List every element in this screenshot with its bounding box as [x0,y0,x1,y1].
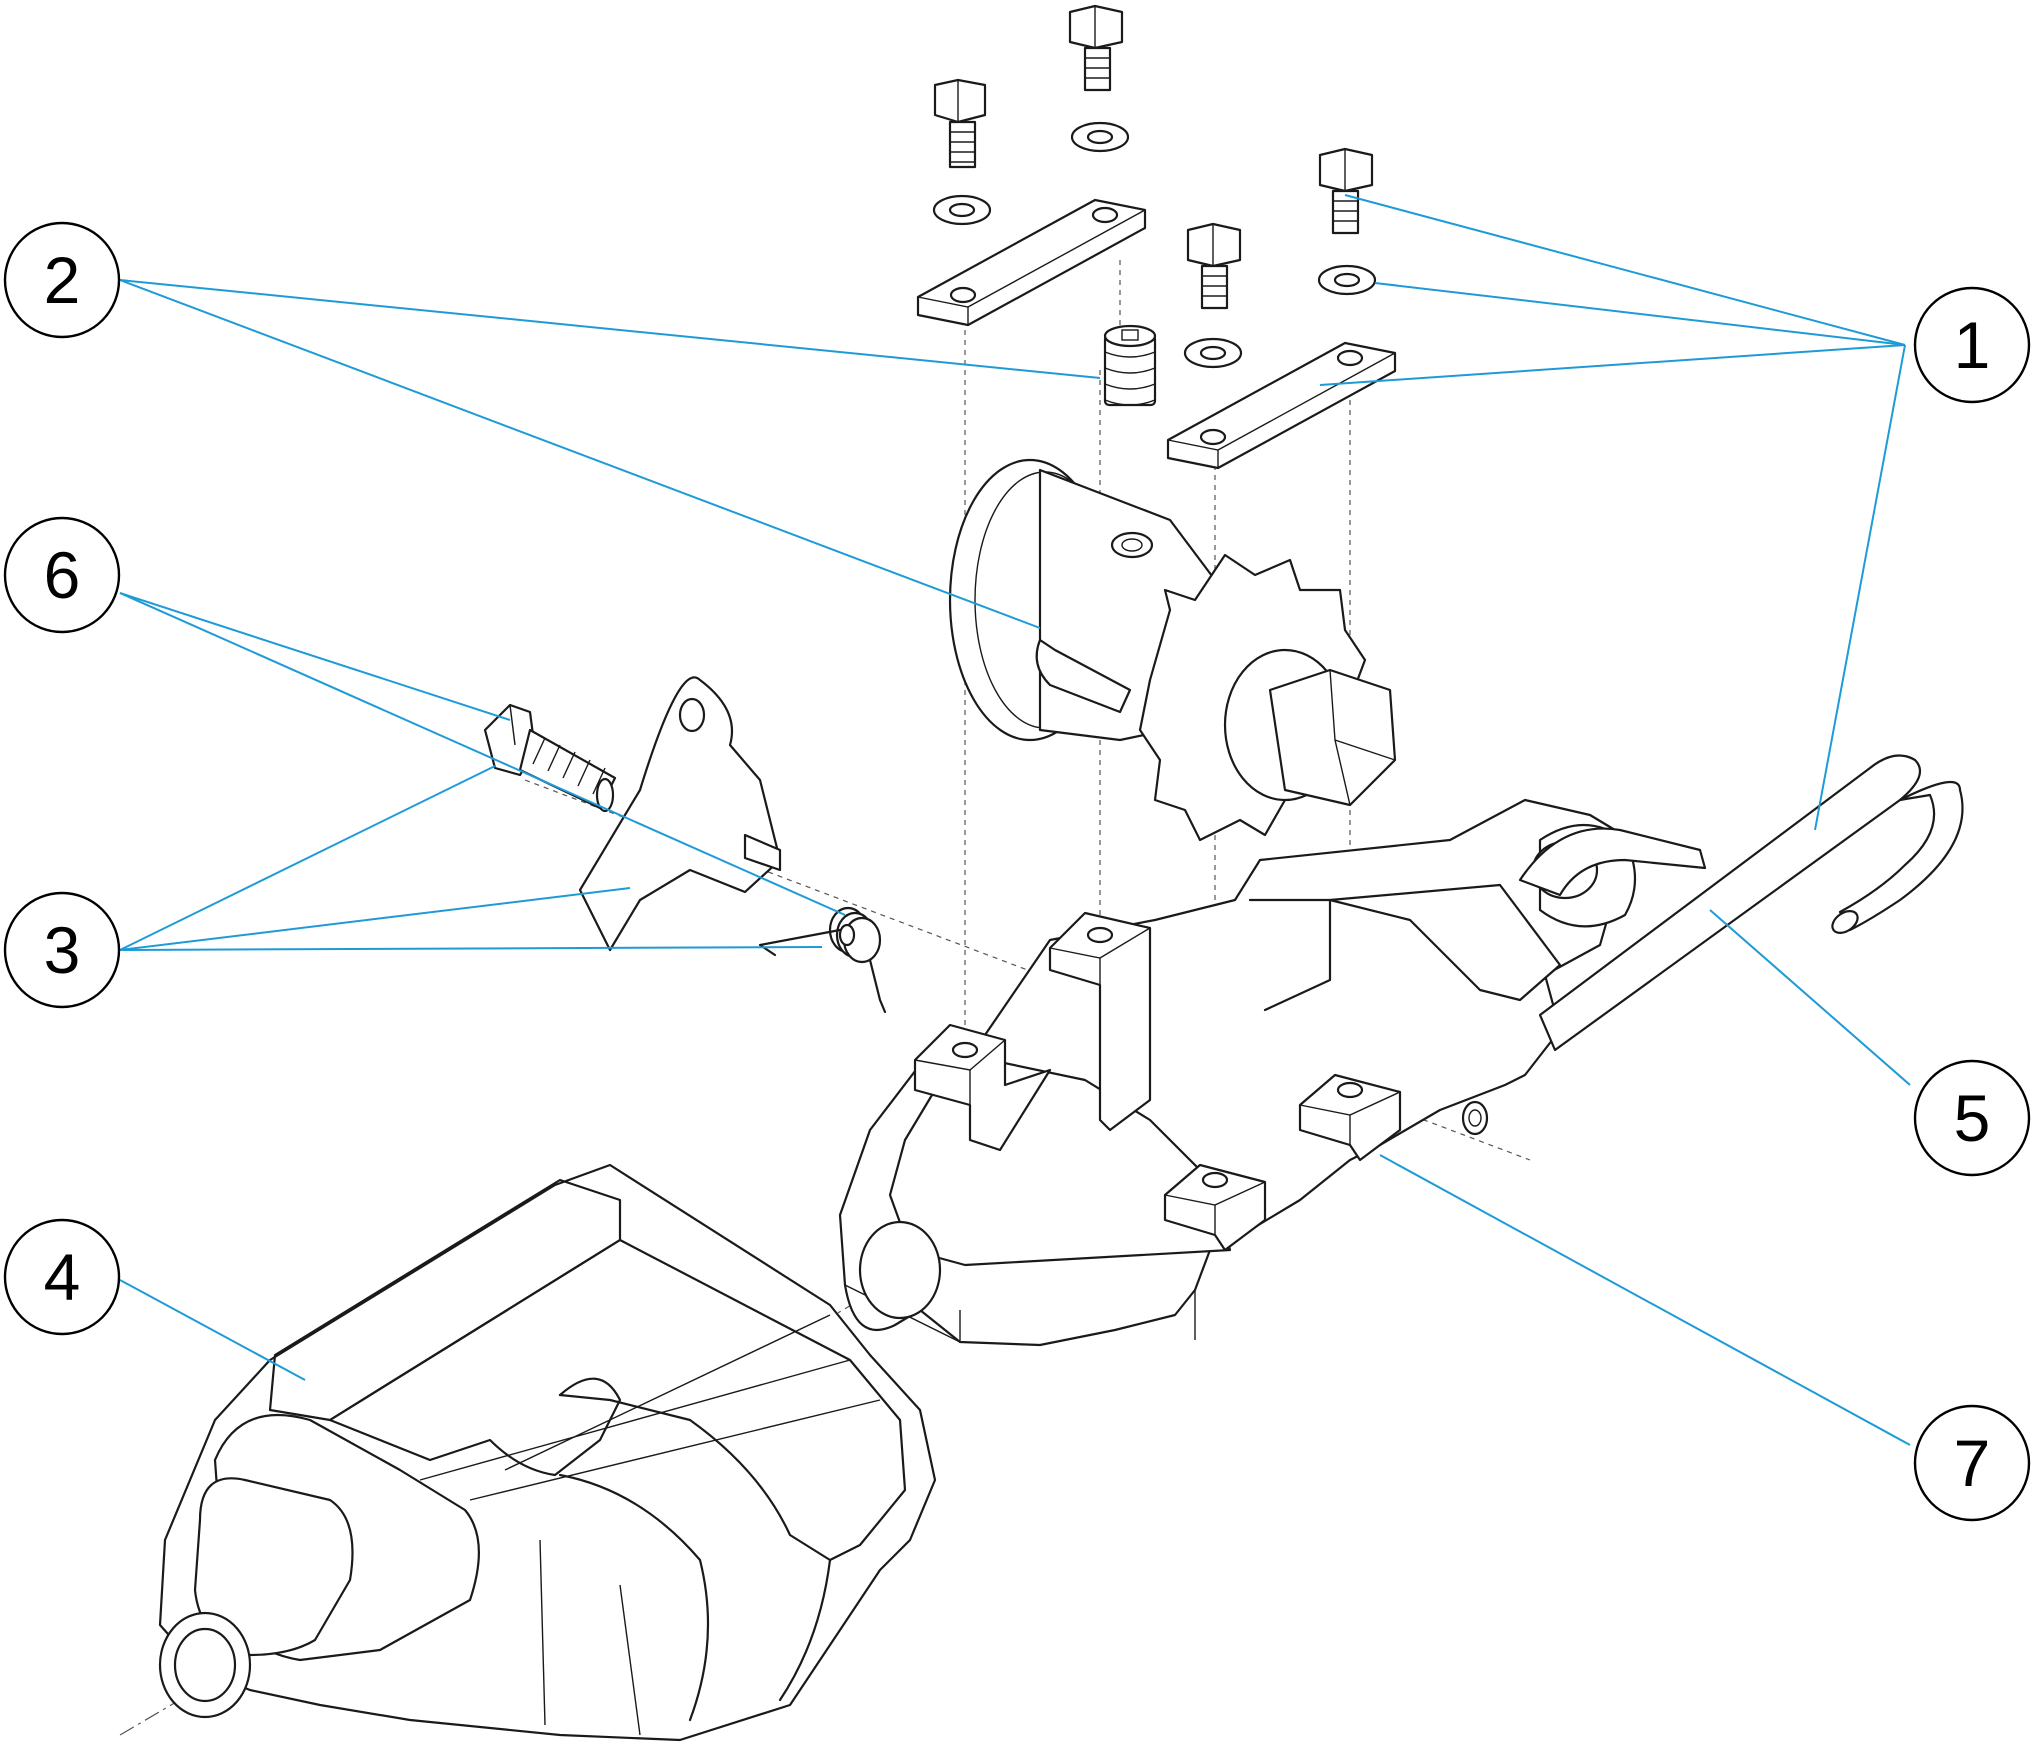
sprocket-hub [948,458,1397,842]
washer-middle [1183,337,1243,369]
callout-5: 5 [1913,1059,2031,1177]
leader-7 [1379,1154,1911,1446]
set-screw [1103,324,1157,407]
leader-2a [119,279,1101,379]
svg-text:5: 5 [1954,1081,1991,1155]
leader-1a [1344,194,1906,346]
clamp-plate-right [1166,341,1397,470]
svg-text:7: 7 [1954,1426,1991,1500]
frame-boss-2 [1048,911,1152,1132]
leader-3c [119,946,823,951]
svg-text:6: 6 [44,538,81,612]
callout-6: 6 [3,516,121,634]
leader-6a [119,592,511,721]
callout-3: 3 [3,891,121,1009]
leader-lines [119,194,1911,1446]
leader-6b [119,592,846,916]
leader-2b [119,279,1041,629]
callout-2: 2 [3,221,121,339]
pawl [578,676,782,952]
washer-left [932,194,992,226]
bolt-right [1318,147,1374,235]
svg-text:3: 3 [44,913,81,987]
leader-3a [119,765,496,951]
svg-text:4: 4 [44,1240,81,1314]
leader-1c [1319,344,1906,386]
callout-4: 4 [3,1218,121,1336]
leader-1d [1814,344,1906,831]
leader-1b [1374,282,1906,346]
leader-3b [119,887,631,951]
handle-rod [1518,754,1964,1052]
washer-top [1070,121,1130,153]
svg-text:2: 2 [44,243,81,317]
clamp-plate-left [916,198,1147,327]
motor-housing [158,1163,937,1742]
callout-1: 1 [1913,286,2031,404]
bolt-middle [1186,222,1242,310]
bolt-top [1068,4,1124,92]
tensioner-bolt [483,703,617,813]
frame-boss-4 [1298,1073,1402,1162]
callout-7: 7 [1913,1404,2031,1522]
svg-text:1: 1 [1954,308,1991,382]
torsion-spring [758,906,887,1014]
washer-right [1317,264,1377,296]
frame-boss-1 [913,1023,1052,1152]
bolt-left [933,78,987,169]
leader-4 [119,1279,306,1381]
leader-5 [1709,909,1911,1086]
frame-boss-3 [1163,1163,1267,1252]
